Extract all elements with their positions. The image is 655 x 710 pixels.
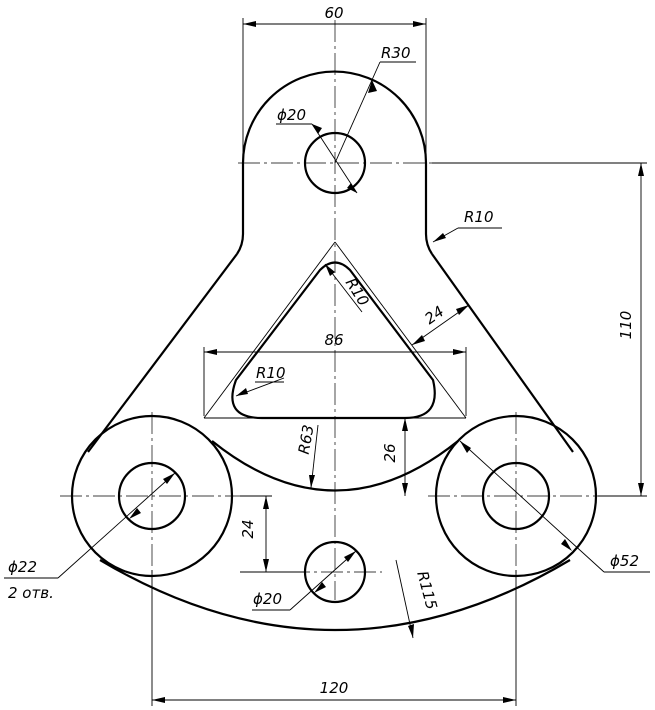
arrow [344,551,356,562]
arrow [402,483,408,496]
left-neck-fillet [236,233,245,255]
left-hole [117,461,187,531]
dim-text-boss-right: ϕ52 [610,552,639,570]
arrow [408,624,414,638]
part-outline [70,70,598,631]
leader [311,123,358,194]
arrow [263,559,269,572]
arrow [204,349,217,355]
dim-text-r115: R115 [413,569,440,611]
right-slant-edge [431,253,574,453]
dim-text-hole-left: ϕ22 [8,558,37,576]
arrow [309,475,315,488]
dim-text-hole-bottom: ϕ20 [253,590,282,608]
dim-text-hole-top: ϕ20 [277,106,306,124]
arrow [402,418,408,431]
dim-text-r10-neck: R10 [464,208,494,226]
leader [57,472,176,579]
arrow [152,697,165,703]
dim-r10-slot-corner: R10 [235,364,286,397]
dim-offset-24: 24 [239,495,305,573]
dim-slot-width: 86 [203,331,467,416]
r115-bottom-arc [99,559,571,631]
dim-text-r10-slot-corner: R10 [256,364,286,382]
dim-text-hole-count: 2 отв. [8,584,54,602]
dim-gap-26: 26 [381,417,430,496]
slot-construction-left [203,241,336,419]
arrow [460,441,471,453]
arrow [325,264,335,276]
arrow [503,697,516,703]
dim-text-24: 24 [239,519,257,538]
top-hole [303,131,367,195]
arrow [314,582,326,593]
left-slant-edge [87,253,238,453]
dim-text-110: 110 [617,311,635,340]
dim-width-top: 60 [242,4,427,160]
dim-text-r30: R30 [381,44,411,62]
dim-text-slot-offset: 24 [421,302,447,328]
dim-r63: R63 [295,423,319,489]
arrow [312,124,322,134]
dim-text-86: 86 [324,331,343,349]
center-lines [60,20,615,600]
triangular-slot [203,241,467,420]
right-hole [481,461,551,531]
arrow [263,496,269,509]
arrow [453,349,466,355]
arrow [236,388,248,396]
arrow [412,335,425,345]
right-neck-fillet [424,233,433,255]
arrow [561,539,572,551]
holes [117,131,551,604]
dim-r10-slot-top: R10 [324,263,373,313]
dim-hole-top: ϕ20 [276,106,358,194]
dim-height: 110 [432,162,647,497]
leader [459,440,605,573]
arrow [163,473,175,484]
arrow [638,483,644,496]
arrow [638,163,644,176]
arrow [368,80,377,93]
dim-r115: R115 [395,559,441,639]
arrow [129,508,141,519]
dim-r10-neck: R10 [432,208,502,243]
dim-text-r63: R63 [295,423,318,455]
dim-hole-left: ϕ22 2 отв. [4,472,176,602]
leader [289,550,357,611]
dim-boss-right: ϕ52 [459,440,650,573]
dim-slot-offset: 24 [411,302,470,346]
leader [334,61,381,164]
r63-concave-arc [211,440,459,492]
slot-construction-right [334,241,467,419]
top-arc [241,70,428,164]
leader [395,559,414,639]
dim-hole-bottom: ϕ20 [252,550,357,611]
arrow [433,233,446,242]
dim-text-60: 60 [324,4,343,22]
slot-outline [231,261,436,420]
dim-r30: R30 [334,44,416,164]
arrow [456,305,469,315]
arrow [347,183,357,193]
arrow [243,21,256,27]
arrow [413,21,426,27]
dim-text-26: 26 [381,443,399,462]
dim-base-span: 120 [151,570,517,706]
dim-text-120: 120 [320,679,349,697]
